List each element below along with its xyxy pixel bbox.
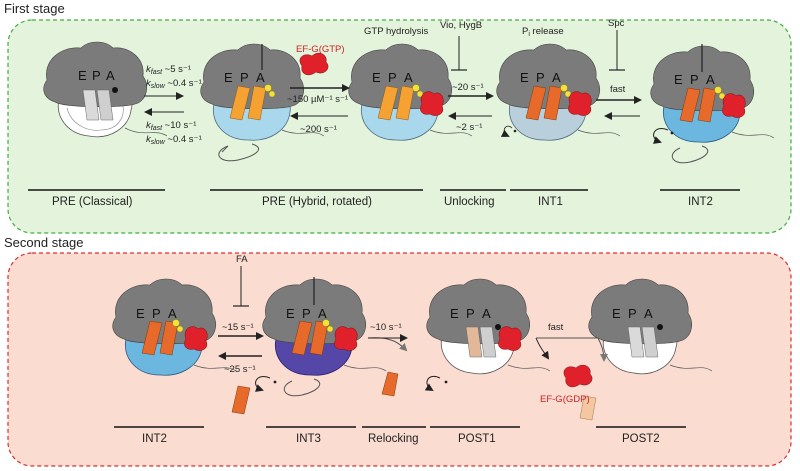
ribosome-post2 (588, 278, 713, 375)
svg-text:E: E (674, 72, 683, 87)
svg-text:E: E (78, 68, 87, 83)
ribosome-int2-second (112, 278, 237, 376)
kinetic-arrows-first (144, 30, 674, 144)
svg-text:INT2: INT2 (142, 433, 167, 445)
released-trna-fragments (231, 364, 597, 421)
svg-text:E: E (224, 70, 233, 85)
svg-text:INT2: INT2 (688, 196, 713, 208)
svg-text:POST1: POST1 (458, 433, 496, 445)
svg-text:A: A (482, 306, 491, 321)
ribosome-pre-hybrid (200, 43, 325, 162)
ribosome-int3 (262, 277, 387, 397)
efg-gtp-label: EF-G(GTP) (296, 44, 345, 55)
svg-text:~200 s⁻¹: ~200 s⁻¹ (300, 124, 337, 135)
svg-text:Relocking: Relocking (368, 433, 419, 445)
svg-text:~10 s⁻¹: ~10 s⁻¹ (370, 322, 402, 333)
svg-text:A: A (168, 306, 177, 321)
ribosome-post1 (426, 278, 551, 375)
svg-text:A: A (644, 306, 653, 321)
svg-text:E: E (612, 306, 621, 321)
svg-text:P: P (152, 306, 161, 321)
efg-gtp-molecule (299, 52, 329, 76)
pi-release-label: Pi release (522, 26, 564, 38)
svg-text:kfast ~5 s⁻¹: kfast ~5 s⁻¹ (146, 64, 191, 76)
svg-text:fast: fast (548, 322, 564, 333)
svg-text:~25 s⁻¹: ~25 s⁻¹ (224, 364, 256, 375)
svg-text:P: P (92, 68, 101, 83)
second-stage-title: Second stage (4, 235, 84, 250)
svg-text:A: A (706, 72, 715, 87)
svg-text:~15 s⁻¹: ~15 s⁻¹ (222, 322, 254, 333)
rate-labels-second: FA ~15 s⁻¹ ~25 s⁻¹ ~10 s⁻¹ fast EF-G(GDP… (222, 254, 590, 405)
svg-text:Unlocking: Unlocking (444, 196, 495, 208)
svg-text:E: E (286, 306, 295, 321)
stage-labels-first: PRE (Classical) PRE (Hybrid, rotated) Un… (28, 189, 740, 208)
svg-text:E: E (372, 70, 381, 85)
svg-text:~150 µM⁻¹ s⁻¹: ~150 µM⁻¹ s⁻¹ (287, 94, 348, 105)
efg-gdp-label: EF-G(GDP) (540, 394, 590, 405)
ribosome-gtp-hydrolysis (348, 43, 473, 141)
svg-text:A: A (256, 70, 265, 85)
svg-text:P: P (466, 306, 475, 321)
site-letters-second-stage: E P A E P A E P A E P A (136, 306, 653, 321)
svg-text:E: E (136, 306, 145, 321)
svg-text:kslow ~0.4 s⁻¹: kslow ~0.4 s⁻¹ (146, 134, 202, 146)
first-stage-title: First stage (4, 1, 65, 16)
rate-labels-first: kfast ~5 s⁻¹ kslow ~0.4 s⁻¹ kfast ~10 s⁻… (146, 18, 626, 146)
kinetic-arrows-second (218, 266, 608, 392)
svg-text:A: A (404, 70, 413, 85)
vio-hygb-label: Vio, HygB (440, 20, 482, 31)
svg-text:A: A (318, 306, 327, 321)
ribosome-int2-first (650, 44, 775, 164)
svg-text:INT3: INT3 (296, 433, 321, 445)
svg-text:fast: fast (610, 84, 626, 95)
svg-text:PRE (Hybrid, rotated): PRE (Hybrid, rotated) (262, 196, 372, 208)
svg-text:kslow ~0.4 s⁻¹: kslow ~0.4 s⁻¹ (146, 78, 202, 90)
svg-text:INT1: INT1 (538, 196, 563, 208)
gtp-hydrolysis-label: GTP hydrolysis (364, 26, 428, 37)
svg-text:P: P (690, 72, 699, 87)
svg-text:A: A (552, 70, 561, 85)
spc-label: Spc (608, 18, 625, 29)
svg-text:P: P (628, 306, 637, 321)
site-letters-first-stage: E P A E P A E P A E P A E P A (78, 68, 715, 87)
stage-labels-second: INT2 INT3 Relocking POST1 POST2 (114, 426, 686, 445)
svg-text:kfast ~10 s⁻¹: kfast ~10 s⁻¹ (146, 120, 196, 132)
ribosome-int1 (496, 43, 621, 141)
svg-text:P: P (536, 70, 545, 85)
svg-text:E: E (450, 306, 459, 321)
svg-text:E: E (520, 70, 529, 85)
ribosome-pre-classical (43, 41, 168, 138)
svg-text:~2 s⁻¹: ~2 s⁻¹ (456, 122, 482, 133)
svg-text:POST2: POST2 (622, 433, 660, 445)
svg-text:PRE (Classical): PRE (Classical) (52, 196, 133, 208)
svg-text:A: A (106, 68, 115, 83)
svg-text:P: P (388, 70, 397, 85)
svg-text:P: P (302, 306, 311, 321)
fa-label: FA (236, 254, 248, 265)
svg-text:P: P (240, 70, 249, 85)
svg-text:~20 s⁻¹: ~20 s⁻¹ (452, 82, 484, 93)
